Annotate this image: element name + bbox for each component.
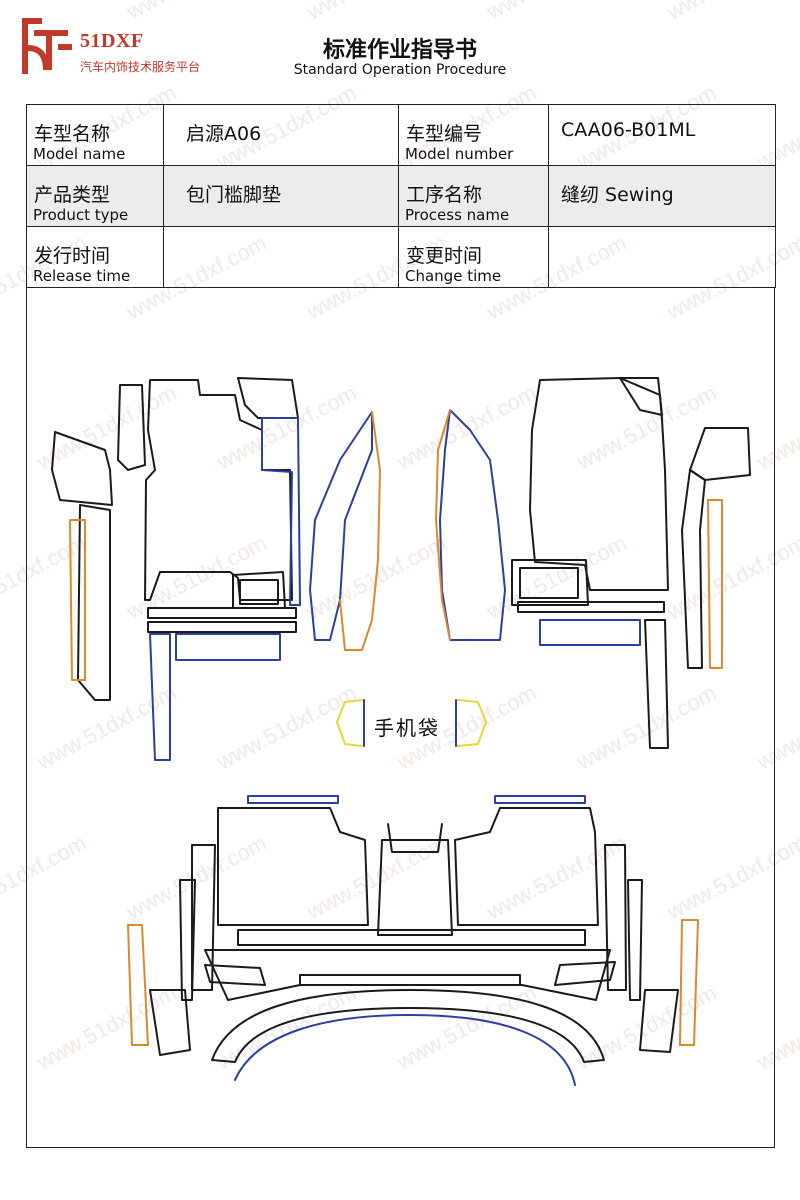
- rear-floor-right-piece: [554, 961, 616, 986]
- rear-floor-left-piece: [204, 964, 266, 986]
- rear-center-mat: [377, 839, 453, 936]
- rear-center-strip: [299, 974, 521, 986]
- rear-right-side-strip: [604, 844, 627, 991]
- product-type-label-cell: 产品类型 Product type: [26, 165, 164, 227]
- rear-left-side-strip: [191, 844, 216, 991]
- front-left-lower-piece: [175, 633, 281, 661]
- rear-center-top: [387, 823, 443, 853]
- release-time-label-en: Release time: [33, 267, 131, 285]
- front-right-main-mat: [529, 377, 669, 591]
- brand-name: 51DXF: [80, 30, 144, 52]
- process-name-value-cell: 缝纫 Sewing: [548, 165, 776, 227]
- release-time-label-cell: 发行时间 Release time: [26, 226, 164, 288]
- rear-left-corner-piece: [149, 989, 191, 1056]
- front-right-sill-strip: [517, 601, 665, 613]
- brand-logo-icon: [22, 18, 72, 74]
- front-right-door-strip-inner: [707, 499, 723, 669]
- rear-left-seat-mat: [217, 807, 369, 926]
- info-row-time: 发行时间 Release time 变更时间 Change time: [26, 226, 776, 288]
- front-left-vertical-strip: [149, 633, 171, 761]
- release-time-value-cell: [163, 226, 399, 288]
- front-right-mat-group: [435, 377, 751, 749]
- phone-pocket-right: [457, 699, 487, 747]
- front-right-door-strip: [681, 469, 706, 669]
- process-name-label-cell: 工序名称 Process name: [398, 165, 549, 227]
- front-right-side-panel: [689, 427, 751, 481]
- info-row-product: 产品类型 Product type 包门槛脚垫 工序名称 Process nam…: [26, 165, 776, 227]
- front-left-side-panel: [51, 431, 113, 506]
- model-number-label: 车型编号: [406, 123, 483, 145]
- front-left-curved-trim: [309, 411, 373, 641]
- rear-right-side-strip-2: [627, 879, 643, 1001]
- model-number-label-en: Model number: [405, 145, 514, 163]
- front-left-door-strip-inner: [69, 519, 86, 681]
- process-name-label-en: Process name: [405, 206, 510, 224]
- model-name-label: 车型名称: [34, 123, 111, 145]
- rear-arch-outer: [211, 989, 605, 1063]
- model-name-label-en: Model name: [33, 145, 126, 163]
- brand-tagline: 汽车内饰技术服务平台: [80, 60, 201, 74]
- page-subtitle: Standard Operation Procedure: [293, 62, 507, 78]
- front-left-door-strip: [77, 504, 111, 701]
- front-right-curved-trim-edge: [435, 409, 451, 641]
- front-left-top-strip: [117, 384, 146, 471]
- front-left-curved-trim-edge: [339, 411, 381, 651]
- phone-pocket-label: 手机袋: [374, 716, 440, 740]
- front-right-curved-trim: [439, 409, 506, 641]
- info-table: 车型名称 Model name 启源A06 车型编号 Model number …: [26, 104, 776, 288]
- rear-right-corner-piece: [639, 989, 679, 1053]
- rear-floor-mat: [204, 949, 611, 1001]
- change-time-label-cell: 变更时间 Change time: [398, 226, 549, 288]
- model-name-value: 启源A06: [186, 123, 262, 145]
- product-type-value: 包门槛脚垫: [186, 184, 282, 206]
- front-left-top-right-piece: [237, 377, 299, 419]
- pattern-drawing-frame: [26, 288, 775, 1148]
- front-left-sill-strip-2: [147, 621, 297, 633]
- release-time-label: 发行时间: [34, 245, 111, 267]
- rear-left-top-strip: [247, 795, 339, 804]
- rear-mat-group: [127, 795, 699, 1086]
- change-time-label: 变更时间: [406, 245, 483, 267]
- process-name-label: 工序名称: [406, 184, 483, 206]
- front-left-mat-group: [51, 377, 381, 761]
- front-right-vertical-strip: [644, 619, 669, 749]
- front-right-lower-piece: [539, 619, 641, 646]
- product-type-label-en: Product type: [33, 206, 129, 224]
- phone-pocket-left: [336, 699, 363, 747]
- change-time-value-cell: [548, 226, 776, 288]
- model-name-value-cell: 启源A06: [163, 104, 399, 166]
- rear-right-top-strip: [494, 795, 586, 804]
- front-left-main-mat: [144, 379, 293, 601]
- model-number-label-cell: 车型编号 Model number: [398, 104, 549, 166]
- rear-left-door-strip: [127, 924, 149, 1046]
- info-row-model: 车型名称 Model name 启源A06 车型编号 Model number …: [26, 104, 776, 166]
- front-right-pedal-cover: [511, 559, 589, 606]
- change-time-label-en: Change time: [405, 267, 502, 285]
- rear-left-side-strip-2: [179, 879, 196, 1001]
- product-type-label: 产品类型: [34, 184, 111, 206]
- front-right-top-piece: [619, 377, 663, 416]
- rear-right-door-strip: [679, 919, 699, 1046]
- page-title: 标准作业指导书: [322, 38, 477, 63]
- model-number-value-cell: CAA06-B01ML: [548, 104, 776, 166]
- front-left-sill-strip: [147, 607, 297, 619]
- product-type-value-cell: 包门槛脚垫: [163, 165, 399, 227]
- front-left-pedal-cover: [232, 571, 286, 609]
- rear-tunnel-strip: [237, 929, 586, 946]
- rear-right-seat-mat: [454, 807, 599, 926]
- rear-arch-inner: [234, 1014, 576, 1086]
- process-name-value: 缝纫 Sewing: [561, 184, 674, 206]
- front-left-inner-strip: [261, 417, 301, 606]
- model-number-value: CAA06-B01ML: [561, 119, 696, 141]
- document-header: 51DXF 汽车内饰技术服务平台 标准作业指导书 Standard Operat…: [0, 0, 800, 100]
